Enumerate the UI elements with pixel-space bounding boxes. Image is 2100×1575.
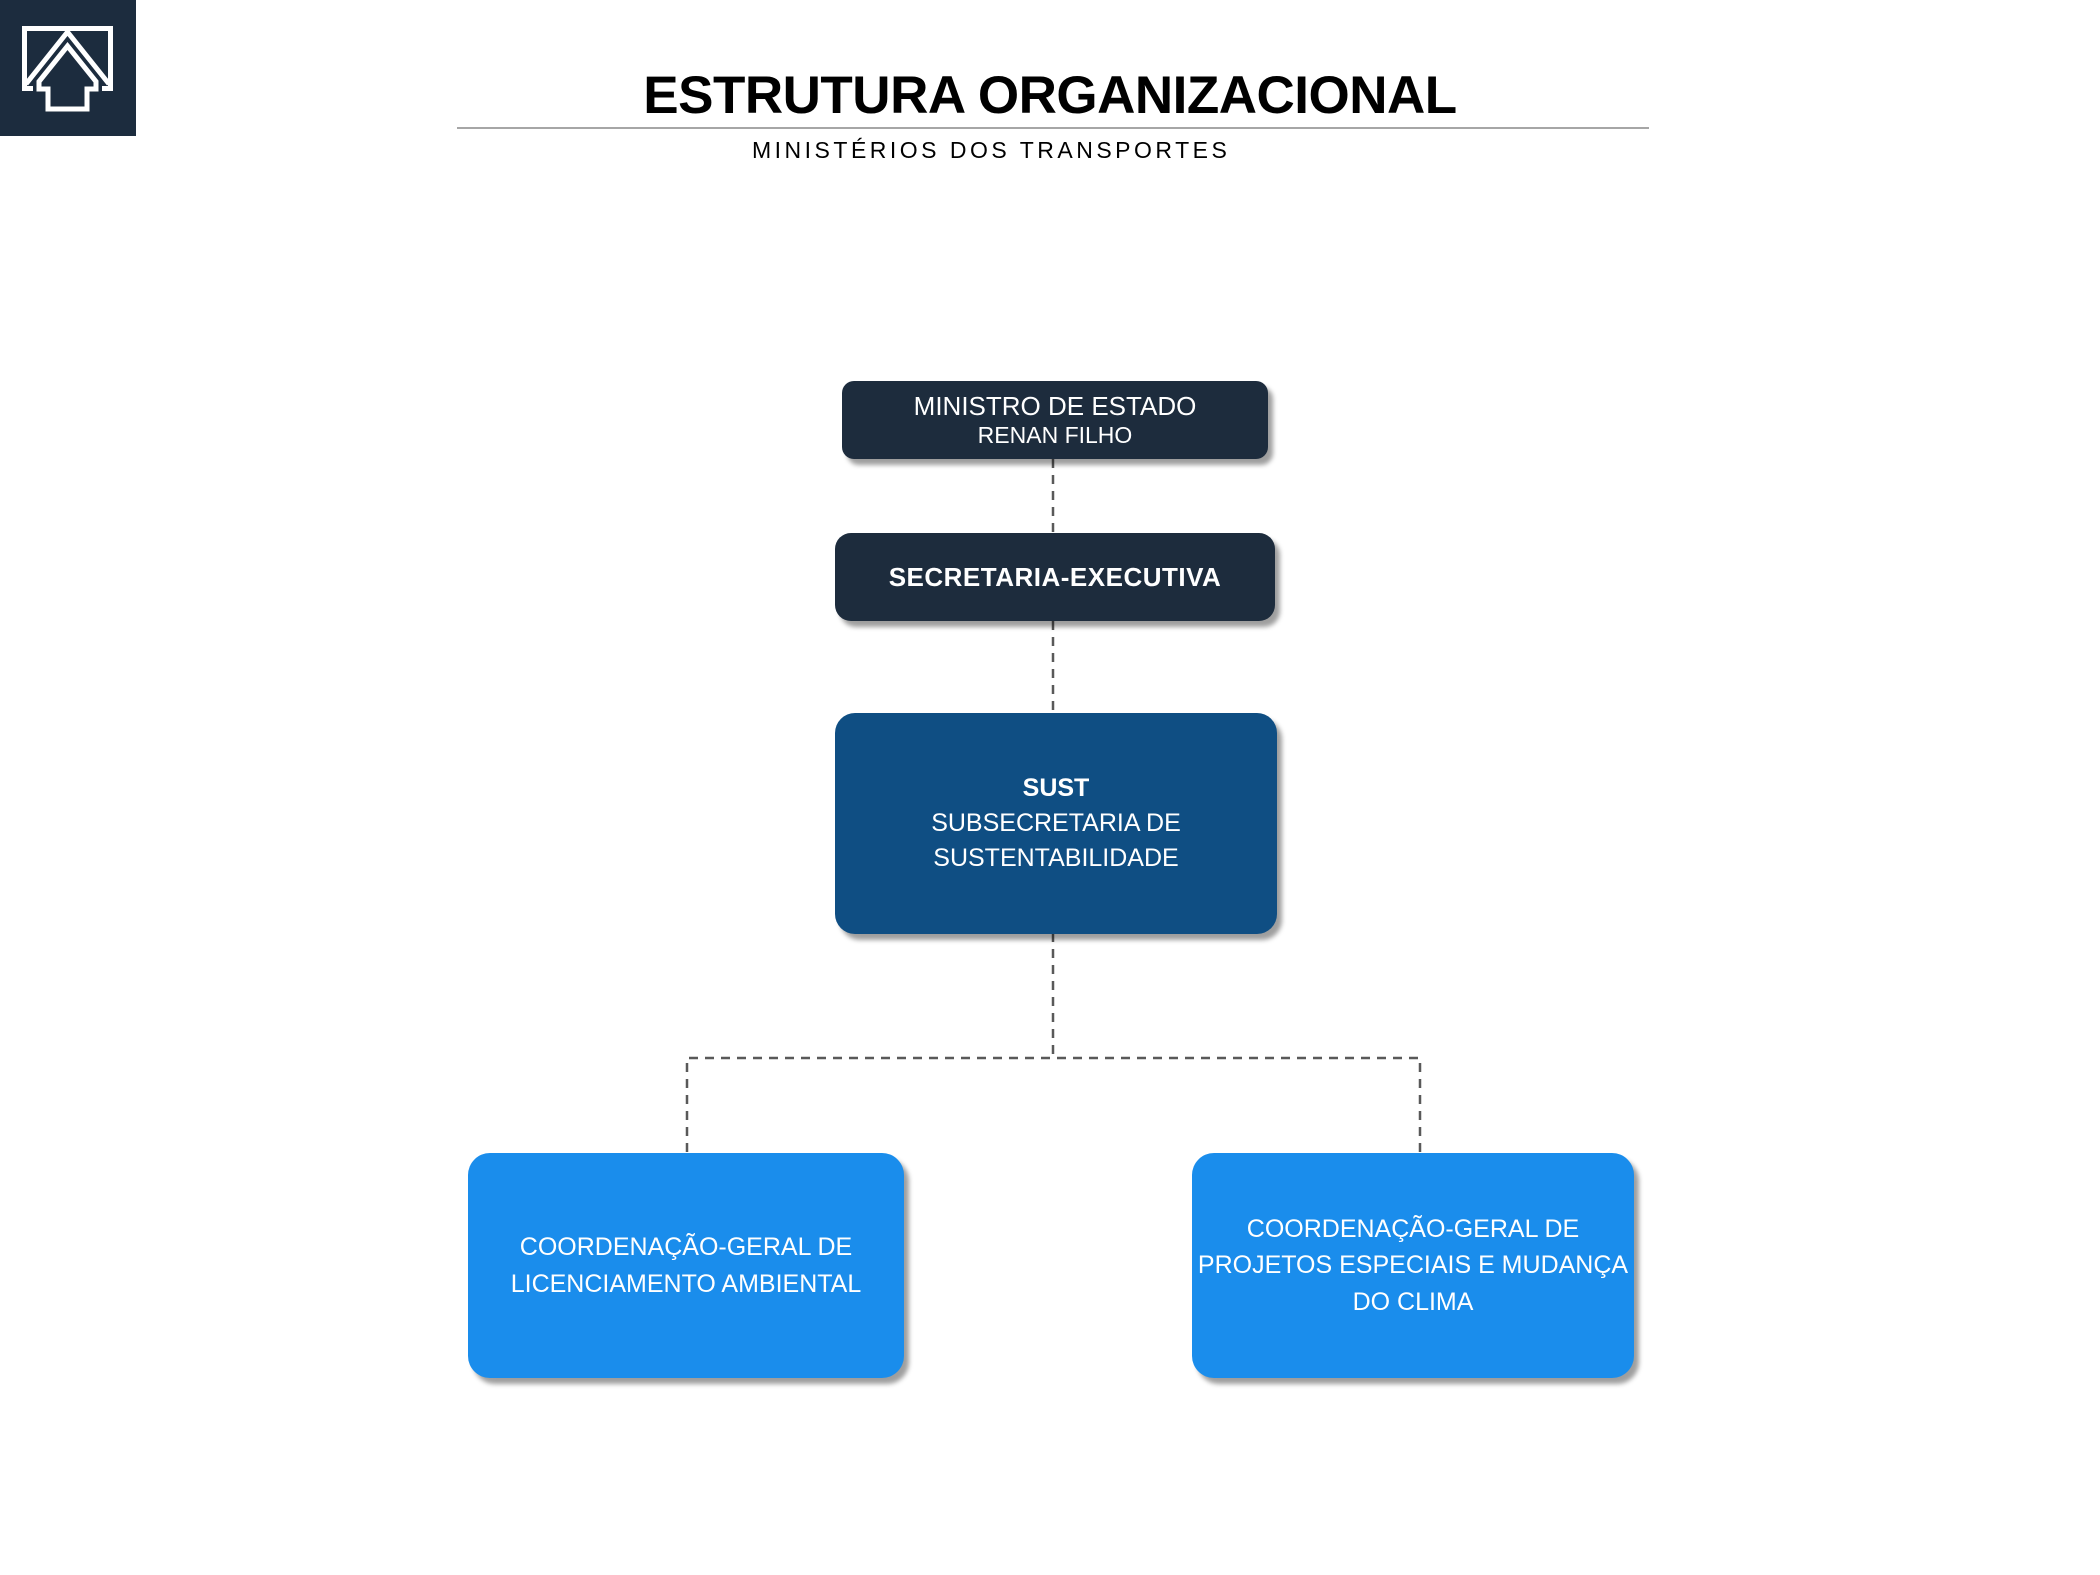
node-title-line: PROJETOS ESPECIAIS E MUDANÇA bbox=[1197, 1251, 1629, 1280]
node-title-line: COORDENAÇÃO-GERAL DE bbox=[1246, 1215, 1580, 1244]
node-acronym: SUST bbox=[1022, 774, 1090, 802]
org-node-ministro-de-estado: MINISTRO DE ESTADO RENAN FILHO bbox=[842, 381, 1268, 459]
node-title-line: COORDENAÇÃO-GERAL DE bbox=[519, 1233, 853, 1262]
house-arrow-logo-icon bbox=[0, 0, 136, 136]
node-person-name: RENAN FILHO bbox=[977, 421, 1133, 448]
node-title: MINISTRO DE ESTADO bbox=[913, 390, 1197, 421]
node-title-line: LICENCIAMENTO AMBIENTAL bbox=[510, 1269, 862, 1298]
title-divider bbox=[457, 127, 1649, 129]
page-subtitle: MINISTÉRIOS DOS TRANSPORTES bbox=[752, 137, 1231, 163]
node-title-line: SUSTENTABILIDADE bbox=[933, 844, 1179, 872]
node-title-line: SUBSECRETARIA DE bbox=[931, 809, 1181, 837]
org-node-secretaria-executiva: SECRETARIA-EXECUTIVA bbox=[835, 533, 1275, 621]
page-title: ESTRUTURA ORGANIZACIONAL bbox=[643, 66, 1457, 125]
node-title: SECRETARIA-EXECUTIVA bbox=[888, 561, 1222, 592]
org-node-coordenacao-licenciamento-ambiental: COORDENAÇÃO-GERAL DE LICENCIAMENTO AMBIE… bbox=[468, 1153, 904, 1378]
org-node-coordenacao-projetos-especiais: COORDENAÇÃO-GERAL DE PROJETOS ESPECIAIS … bbox=[1192, 1153, 1634, 1378]
org-node-sust: SUST SUBSECRETARIA DE SUSTENTABILIDADE bbox=[835, 713, 1277, 934]
ministry-logo bbox=[0, 0, 136, 136]
node-title-line: DO CLIMA bbox=[1352, 1287, 1474, 1316]
